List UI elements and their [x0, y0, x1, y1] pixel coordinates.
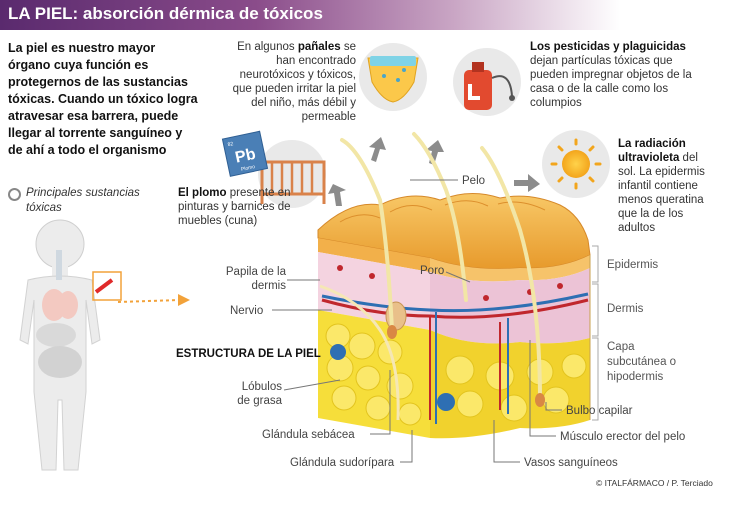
layer-epidermis: Epidermis	[607, 259, 659, 271]
layer-brackets	[592, 245, 599, 421]
child-body	[19, 219, 190, 471]
pb-name: Plomo	[241, 164, 256, 173]
page-title: LA PIEL: absorción dérmica de tóxicos	[8, 4, 323, 24]
label-sudoripara: Glándula sudorípara	[290, 457, 395, 469]
diagram-title: ESTRUCTURA DE LA PIEL	[176, 348, 321, 360]
callout-pesticidas-post: dejan partículas tóxicas que pueden impr…	[530, 55, 692, 109]
label-nervio: Nervio	[230, 305, 264, 317]
callout-radiacion-bold: La radiación ultravioleta	[618, 138, 686, 164]
label-papila: Papila de la dermis	[225, 266, 286, 292]
callout-radiacion: La radiación ultravioleta del sol. La ep…	[618, 137, 718, 235]
label-musculo: Músculo erector del pelo	[560, 431, 686, 443]
layer-subcutanea: Capa subcutánea o hipodermis	[607, 341, 677, 383]
title-rest: absorción dérmica de tóxicos	[78, 4, 323, 23]
callout-panales-bold: pañales	[297, 41, 341, 53]
crib-icon	[258, 140, 326, 208]
callout-plomo: El plomo presente en pinturas y barnices…	[178, 186, 293, 228]
label-sebacea: Glándula sebácea	[262, 429, 355, 441]
label-bulbo: Bulbo capilar	[566, 405, 633, 417]
callout-plomo-post: presente en pinturas y barnices de muebl…	[178, 187, 291, 227]
skin-block	[317, 132, 591, 439]
leader-lines-left	[272, 179, 471, 463]
callout-plomo-bold: El plomo	[178, 187, 227, 199]
callout-pesticidas-bold: Los pesticidas y plaguicidas	[530, 41, 686, 53]
callout-pesticidas: Los pesticidas y plaguicidas dejan partí…	[530, 40, 700, 110]
callout-radiacion-post: del sol. La epidermis infantil contiene …	[618, 152, 705, 234]
label-vasos: Vasos sanguíneos	[524, 457, 618, 469]
callout-panales: En algunos pañales se han encontrado neu…	[230, 40, 356, 124]
sun-icon	[542, 130, 610, 198]
label-lobulos: Lóbulos de grasa	[237, 381, 282, 407]
legend-label: Principales sustancias tóxicas	[26, 187, 140, 214]
label-poro: Poro	[420, 265, 445, 277]
intro-text: La piel es nuestro mayor órgano cuya fun…	[8, 41, 198, 157]
pb-symbol: Pb	[234, 146, 258, 167]
legend-circle-icon	[8, 188, 21, 201]
pb-number: 82	[227, 141, 234, 148]
title-bar	[0, 0, 730, 30]
callout-panales-post: se han encontrado neurotóxicos y tóxicos…	[232, 41, 356, 123]
label-pelo: Pelo	[462, 175, 486, 187]
callout-panales-pre: En algunos	[237, 41, 298, 53]
lead-pb-icon: Pb Plomo 82	[221, 130, 269, 177]
sprayer-icon	[453, 48, 521, 116]
diaper-icon	[359, 43, 427, 111]
leader-lines-right	[493, 340, 562, 463]
legend: Principales sustancias tóxicas	[8, 186, 148, 218]
title-bold: LA PIEL:	[8, 4, 79, 23]
layer-dermis: Dermis	[607, 303, 644, 315]
credit: © ITALFÁRMACO / P. Terciado	[596, 478, 713, 488]
